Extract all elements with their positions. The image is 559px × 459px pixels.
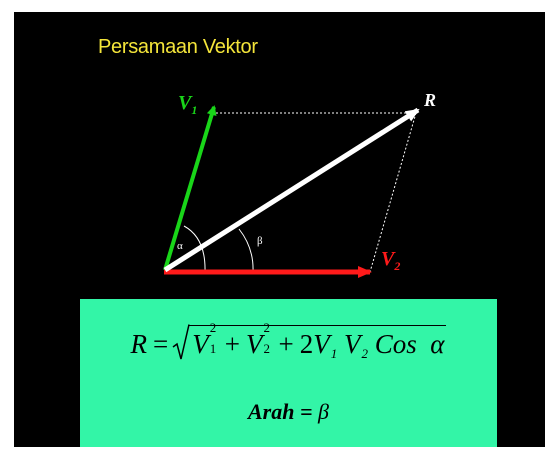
beta-label: β	[257, 235, 263, 247]
formula-equals: =	[153, 329, 169, 359]
formula-v1b-sub: 1	[330, 346, 338, 361]
formula-v2-sub: 2	[263, 341, 271, 356]
formula-plus-1: +	[224, 329, 240, 359]
direction-symbol: β	[318, 399, 329, 424]
v1-label: V1	[178, 92, 197, 117]
v2-label: V2	[381, 248, 400, 273]
formula-plus-2: +	[278, 329, 294, 359]
direction-text: Arah =	[248, 399, 319, 424]
slide: Persamaan Vektor V1 V2 R α β	[14, 12, 545, 447]
beta-arc	[238, 228, 254, 273]
alpha-label: α	[177, 240, 183, 252]
formula-cos: Cos	[374, 329, 417, 359]
dashed-right-side	[369, 112, 417, 273]
formula-lhs: R	[130, 329, 148, 359]
radical-sign-icon	[172, 324, 190, 360]
formula-v1b: V	[313, 329, 330, 359]
formula-angle: α	[430, 329, 445, 359]
vector-v1	[163, 105, 217, 271]
vector-r	[163, 107, 420, 273]
r-label: R	[423, 90, 436, 110]
formula-v2b: V	[343, 329, 361, 359]
formula-v1-power: 2	[209, 320, 217, 335]
formula-v2b-sub: 2	[361, 346, 368, 361]
alpha-arc	[183, 225, 206, 273]
slide-title: Persamaan Vektor	[98, 36, 258, 58]
formula-v2-power: 2	[263, 320, 271, 335]
formula-v1: V	[192, 329, 209, 359]
direction-formula: Arah = β	[80, 399, 497, 425]
vector-diagram: V1 V2 R α β	[163, 90, 436, 278]
formula-coefficient: 2	[299, 329, 314, 359]
formula-v1-sub: 1	[209, 341, 217, 356]
formula-v2: V	[246, 329, 263, 359]
